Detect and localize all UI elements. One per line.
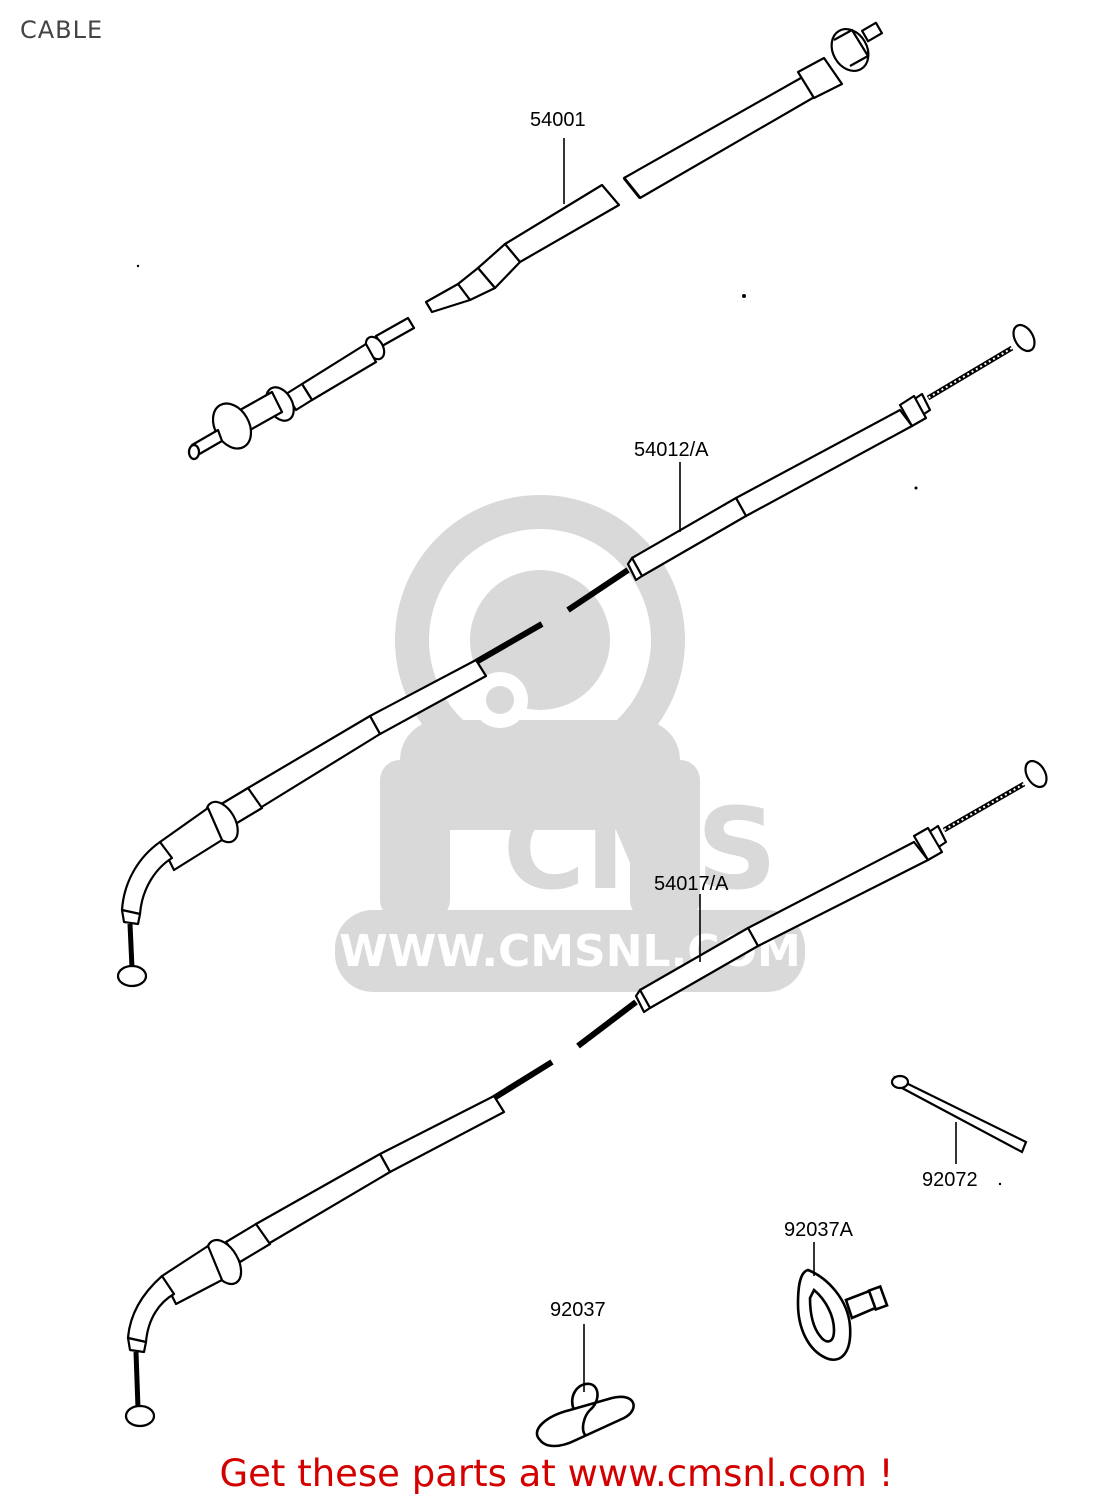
footer-shop-link[interactable]: Get these parts at www.cmsnl.com ! xyxy=(219,1452,894,1495)
diagram-title: CABLE xyxy=(20,16,104,44)
cable-54012-a[interactable] xyxy=(116,321,1039,988)
cable-54017-a[interactable] xyxy=(124,757,1051,1428)
clamp-92037a[interactable] xyxy=(796,1268,889,1361)
scan-specks xyxy=(136,264,1002,1186)
cable-54001[interactable] xyxy=(187,21,884,461)
leader-lines xyxy=(563,138,957,1392)
part-label-54017-a: 54017/A xyxy=(654,873,729,895)
part-label-54012-a: 54012/A xyxy=(634,439,709,461)
band-92072[interactable] xyxy=(890,1074,1028,1154)
watermark-brand: CMS xyxy=(503,785,777,915)
part-label-92037: 92037 xyxy=(550,1299,606,1321)
part-label-92037a: 92037A xyxy=(784,1219,854,1241)
part-label-92072: 92072 xyxy=(922,1169,978,1191)
clamp-92037[interactable] xyxy=(535,1382,635,1448)
watermark: CMS WWW.CMSNL.COM xyxy=(335,495,805,992)
part-label-54001: 54001 xyxy=(530,109,586,131)
